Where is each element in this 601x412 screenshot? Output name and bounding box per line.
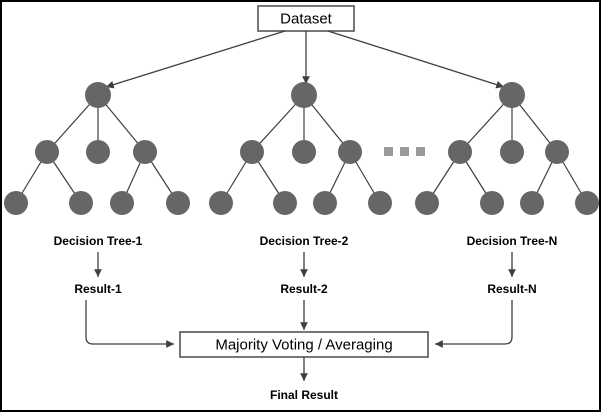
tree-n-label: Decision Tree-N	[467, 234, 558, 248]
tree-1-mid-node-1	[35, 140, 59, 164]
connector-result-1-to-aggregator	[85, 300, 174, 348]
dataset-to-roots-arrows	[105, 30, 505, 89]
tree-1-leaf-node-3	[110, 191, 134, 215]
tree-1-result-label: Result-1	[74, 282, 122, 296]
dataset-box: Dataset	[257, 5, 355, 32]
tree-1-leaf-node-2	[69, 191, 93, 215]
results-to-aggregator-connectors	[85, 300, 513, 348]
tree-n-root-node	[499, 82, 525, 108]
tree-2-leaf-node-3	[313, 191, 337, 215]
ellipsis-dot-3	[416, 147, 425, 156]
tree-n-group: Decision Tree-N Result-N	[415, 82, 599, 296]
tree-1-root-node	[85, 82, 111, 108]
tree-2-leaf-node-4	[368, 191, 392, 215]
tree-n-result-label: Result-N	[487, 282, 536, 296]
dataset-box-label: Dataset	[280, 10, 333, 27]
tree-n-mid-node-2	[500, 140, 524, 164]
tree-n-mid-node-1	[448, 140, 472, 164]
ellipsis-dots	[384, 147, 425, 156]
tree-n-leaf-node-4	[575, 191, 599, 215]
tree-1-group: Decision Tree-1 Result-1	[4, 82, 190, 296]
connector-result-n-to-aggregator	[435, 300, 513, 348]
tree-2-label: Decision Tree-2	[260, 234, 349, 248]
tree-2-leaf-node-2	[273, 191, 297, 215]
arrow-dataset-to-tree-n	[327, 30, 505, 89]
tree-1-leaf-node-4	[166, 191, 190, 215]
tree-1-leaf-node-1	[4, 191, 28, 215]
tree-n-leaf-node-2	[480, 191, 504, 215]
ellipsis-dot-2	[400, 147, 409, 156]
tree-2-leaf-node-1	[209, 191, 233, 215]
final-result-group: Final Result	[270, 357, 338, 402]
tree-2-group: Decision Tree-2 Result-2	[209, 82, 392, 296]
aggregator-box: Majority Voting / Averaging	[179, 331, 429, 358]
tree-1-mid-node-2	[86, 140, 110, 164]
aggregator-box-label: Majority Voting / Averaging	[215, 336, 392, 353]
arrow-dataset-to-tree-1	[105, 30, 286, 89]
tree-n-leaf-node-3	[520, 191, 544, 215]
final-result-label: Final Result	[270, 388, 338, 402]
tree-1-label: Decision Tree-1	[54, 234, 143, 248]
tree-2-mid-node-2	[292, 140, 316, 164]
tree-2-result-label: Result-2	[280, 282, 328, 296]
tree-n-leaf-node-1	[415, 191, 439, 215]
tree-2-root-node	[291, 82, 317, 108]
tree-n-mid-node-3	[545, 140, 569, 164]
tree-2-mid-node-1	[240, 140, 264, 164]
ellipsis-dot-1	[384, 147, 393, 156]
tree-2-mid-node-3	[338, 140, 362, 164]
tree-1-mid-node-3	[133, 140, 157, 164]
